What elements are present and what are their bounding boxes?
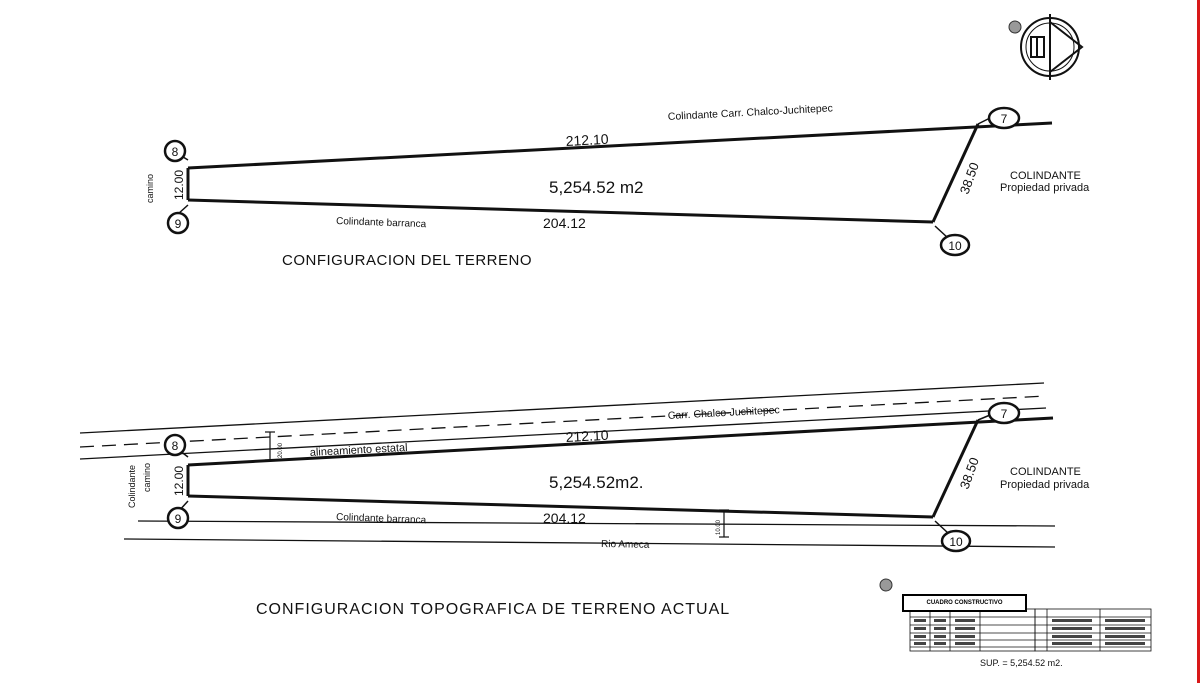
vertex-9-marker: 9: [166, 506, 190, 530]
area-label: 5,254.52m2.: [549, 473, 644, 492]
north-length-label: 212.10: [565, 131, 609, 149]
alignment-label: alineamiento estatal: [310, 442, 408, 459]
south-label: Colindante barranca: [336, 512, 427, 526]
vertex-10-marker: 10: [939, 233, 971, 257]
page-edge-line: [1197, 0, 1200, 683]
south-length-label: 204.12: [543, 215, 586, 231]
west-length-label: 12.00: [172, 466, 186, 496]
river-label: Rio Ameca: [601, 539, 650, 551]
vertex-8-marker: 8: [163, 433, 187, 457]
vertex-7-marker: 7: [987, 401, 1021, 425]
west-label-line2: camino: [142, 463, 152, 492]
vertex-10-label: 10: [948, 239, 962, 253]
road-lines: [79, 382, 1047, 460]
river-lines: [123, 520, 1056, 548]
vertex-8-marker: 8: [163, 139, 187, 163]
construction-table-title: CUADRO CONSTRUCTIVO: [902, 594, 1027, 612]
south-length-label: 204.12: [543, 510, 586, 526]
vertex-10-label: 10: [949, 535, 963, 549]
east-label-line1: COLINDANTE: [1010, 170, 1081, 182]
vertex-9-marker: 9: [166, 211, 190, 235]
diagram-1-title: CONFIGURACION DEL TERRENO: [282, 252, 533, 269]
west-length-label: 12.00: [172, 170, 186, 200]
road-label: Colindante Carr. Chalco-Juchitepec: [668, 102, 834, 123]
north-length-label: 212.10: [565, 427, 609, 445]
west-label: camino: [145, 174, 155, 203]
east-label-line2: Propiedad privada: [1000, 479, 1090, 491]
vertex-8-label: 8: [172, 439, 179, 453]
lot-outline-2: [174, 414, 1054, 534]
east-label-line2: Propiedad privada: [1000, 182, 1090, 194]
river-setback-label: 10.00: [716, 519, 722, 535]
vertex-7-marker: 7: [987, 106, 1021, 130]
road-label: Carr. Chalco-Juchitepec: [668, 404, 781, 422]
lot-outline-1: [174, 117, 1053, 239]
vertex-9-label: 9: [175, 512, 182, 526]
vertex-7-label: 7: [1001, 112, 1008, 126]
construction-table: [879, 578, 1152, 652]
west-label-line1: Colindante: [127, 465, 137, 508]
vertex-10-marker: 10: [940, 529, 972, 553]
north-arrow-icon: [1008, 14, 1084, 80]
road-setback-label: 20.00: [278, 442, 284, 458]
south-label: Colindante barranca: [336, 216, 427, 230]
setback-dimensions: [265, 431, 729, 538]
east-label-line1: COLINDANTE: [1010, 466, 1081, 478]
vertex-9-label: 9: [175, 217, 182, 231]
vertex-8-label: 8: [172, 145, 179, 159]
vertex-7-label: 7: [1001, 407, 1008, 421]
area-label: 5,254.52 m2: [549, 178, 644, 197]
surface-total: SUP. = 5,254.52 m2.: [980, 658, 1063, 668]
diagram-2-title: CONFIGURACION TOPOGRAFICA DE TERRENO ACT…: [256, 601, 731, 618]
